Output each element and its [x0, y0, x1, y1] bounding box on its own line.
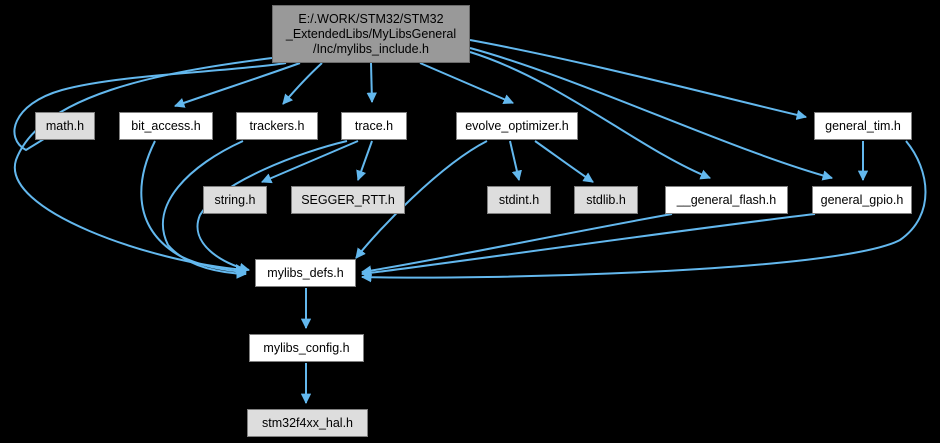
node-label-general_gpio: general_gpio.h [820, 192, 904, 207]
edge-root-to-trackers [282, 62, 323, 105]
node-stdint[interactable]: stdint.h [487, 186, 551, 214]
edge-paths [13, 39, 927, 405]
node-label-trackers: trackers.h [249, 118, 305, 133]
edge-trackers-to-mylibs_defs [161, 140, 248, 279]
node-label-math: math.h [45, 118, 85, 133]
node-label-trace: trace.h [354, 118, 394, 133]
edge-trace-to-string [261, 140, 359, 184]
edge-root-to-bit_access [174, 62, 301, 108]
node-mylibs_config[interactable]: mylibs_config.h [249, 334, 364, 362]
node-label-segger_rtt: SEGGER_RTT.h [301, 192, 395, 207]
node-label-string: string.h [214, 192, 256, 207]
edge-root-to-general_flash [469, 51, 711, 180]
node-label-general_flash: __general_flash.h [676, 192, 777, 207]
node-label-general_tim: general_tim.h [825, 118, 901, 133]
edge-evolve_optimizer-to-stdint [509, 140, 522, 182]
edge-evolve_optimizer-to-stdlib [534, 140, 594, 183]
node-string[interactable]: string.h [203, 186, 267, 214]
node-math[interactable]: math.h [35, 112, 95, 140]
node-mylibs_defs[interactable]: mylibs_defs.h [255, 259, 356, 287]
edge-trace-to-segger_rtt [356, 140, 373, 181]
node-label-bit_access: bit_access.h [131, 118, 201, 133]
edge-root-to-evolve_optimizer [419, 62, 514, 105]
node-bit_access[interactable]: bit_access.h [119, 112, 213, 140]
node-general_gpio[interactable]: general_gpio.h [812, 186, 912, 214]
node-general_flash[interactable]: __general_flash.h [665, 186, 788, 214]
edge-general_flash-to-mylibs_defs [360, 213, 673, 276]
edge-general_tim-to-mylibs_defs [360, 140, 927, 283]
node-label-stm32f4xx_hal: stm32f4xx_hal.h [261, 415, 354, 430]
node-label-root: E:/.WORK/STM32/STM32 _ExtendedLibs/MyLib… [285, 11, 457, 56]
node-label-stdint: stdint.h [498, 192, 540, 207]
node-general_tim[interactable]: general_tim.h [814, 112, 912, 140]
node-segger_rtt[interactable]: SEGGER_RTT.h [291, 186, 405, 214]
edge-root-to-general_tim [469, 39, 808, 120]
node-trace[interactable]: trace.h [341, 112, 407, 140]
node-trackers[interactable]: trackers.h [236, 112, 318, 140]
edge-root-to-mylibs_defs_left [13, 57, 273, 275]
node-stdlib[interactable]: stdlib.h [574, 186, 638, 214]
edge-root-to-trace [366, 62, 377, 104]
node-label-evolve_optimizer: evolve_optimizer.h [465, 118, 569, 133]
edge-evolve_optimizer-to-mylibs_defs [355, 140, 488, 259]
edge-bit_access-to-mylibs_defs [140, 140, 248, 277]
node-label-stdlib: stdlib.h [586, 192, 626, 207]
edge-root-to-math [13, 62, 287, 152]
node-root[interactable]: E:/.WORK/STM32/STM32 _ExtendedLibs/MyLib… [272, 5, 470, 63]
node-stm32f4xx_hal[interactable]: stm32f4xx_hal.h [247, 409, 368, 437]
node-label-mylibs_config: mylibs_config.h [263, 340, 350, 355]
edge-root-to-general_gpio [469, 47, 834, 181]
node-label-mylibs_defs: mylibs_defs.h [267, 265, 344, 280]
node-evolve_optimizer[interactable]: evolve_optimizer.h [456, 112, 578, 140]
edge-general_gpio-to-mylibs_defs [360, 213, 816, 278]
